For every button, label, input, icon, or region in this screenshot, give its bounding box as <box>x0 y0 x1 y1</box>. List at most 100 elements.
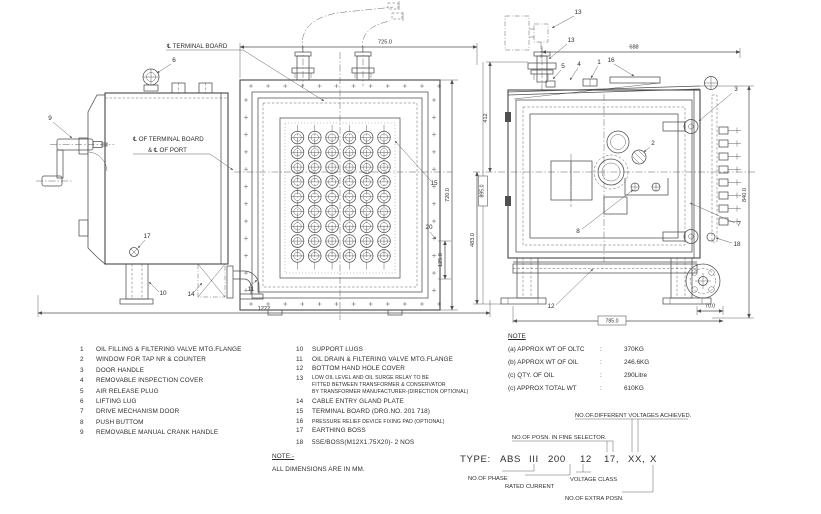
part-description: PUSH BUTTOM <box>96 418 144 426</box>
type-segment-phase: III <box>529 454 539 465</box>
parts-list-item: 1 OIL FILLING & FILTERING VALVE MTG.FLANG… <box>80 345 241 355</box>
balloon-10: 10 <box>159 290 167 297</box>
port-centerline-label-1: ℄ OF TERMINAL BOARD <box>133 136 204 143</box>
parts-list-item: 5 AIR RELEASE PLUG <box>80 387 241 397</box>
parts-list-item: 13 LOW OIL LEVEL AND OIL SURGE RELAY TO … <box>296 375 468 396</box>
earthing-boss-right <box>706 232 716 242</box>
balloon-7: 7 <box>737 221 741 228</box>
part-description: OIL FILLING & FILTERING VALVE MTG.FLANGE <box>96 346 242 353</box>
oil-drain-elbow <box>226 265 264 300</box>
crank-handle <box>41 138 108 187</box>
part-description: REMOVABLE MANUAL CRANK HANDLE <box>96 429 219 437</box>
cable-gland-plate <box>197 263 226 298</box>
part-number: 2 <box>80 356 84 364</box>
dimensions-note-title: NOTE:- <box>272 453 295 460</box>
part-description: BOTTOM HAND HOLE COVER <box>312 365 405 373</box>
weights-note-title: NOTE <box>508 333 526 340</box>
balloon-2: 2 <box>651 140 655 147</box>
dim-front-height: 720.0 <box>445 188 451 202</box>
tap-indicator-plug <box>631 149 647 165</box>
balloon-8: 8 <box>576 228 580 235</box>
bottom-hand-hole-cover <box>685 263 721 299</box>
weights-note-row: (c) QTY. OF OIL:290Litre <box>508 372 647 385</box>
type-segment-voltage: 12 <box>580 454 592 465</box>
dim-side-base-width: 785.0 <box>606 319 619 325</box>
parts-list-item: 18 5SE/BOSS(M12X1.75X20)- 2 NOS <box>296 438 414 448</box>
dimensions-note: NOTE:- ALL DIMENSIONS ARE IN MM. <box>272 452 365 474</box>
air-release-plug-top <box>704 76 718 90</box>
balloon-13b: 13 <box>567 37 575 44</box>
note-value: 246.6KG <box>624 359 650 366</box>
dim-side-lower-height: 483.0 <box>470 233 476 247</box>
dim-side-foot-offset: 70.0 <box>705 304 715 310</box>
dim-overall-length: 1222 <box>258 306 270 312</box>
part-description: 5SE/BOSS(M12X1.75X20)- 2 NOS <box>312 438 415 446</box>
note-value: 370KG <box>624 346 644 353</box>
type-segment-voltages: XX, <box>628 454 645 465</box>
drive-shaft-boss <box>597 158 625 186</box>
weights-note-row: (a) APPROX WT OF OLTC:370KG <box>508 346 644 359</box>
tap-window <box>550 154 593 207</box>
weights-note: NOTE (a) APPROX WT OF OLTC:370KG (b) APP… <box>508 333 649 398</box>
left-side-view: 9 6 <box>36 57 491 317</box>
dim-side-overall-height: 840.0 <box>742 188 748 202</box>
weights-note-row: (c) APPROX TOTAL WT:610KG <box>508 385 644 398</box>
label-fine-selector: NO.OF POSN. IN FINE SELECTOR. <box>512 435 607 441</box>
parts-list-item: 4 REMOVABLE INSPECTION COVER <box>80 376 241 386</box>
balloon-13a: 13 <box>574 9 582 16</box>
part-number: 16 <box>296 417 304 425</box>
balloon-14: 14 <box>187 291 195 298</box>
part-number: 13 <box>296 374 304 382</box>
parts-list-item: 8 PUSH BUTTOM <box>80 418 241 428</box>
label-extra-posn: NO.OF EXTRA POSN. <box>565 496 624 502</box>
support-lug <box>119 263 154 305</box>
part-number: 11 <box>296 355 303 363</box>
balloon-12: 12 <box>547 303 555 310</box>
right-side-view: 13 13 5 4 1 <box>470 9 757 326</box>
part-description: PRESSURE RELIEF DEVICE FIXING PAD (OPTIO… <box>312 418 445 425</box>
part-description: DOOR HANDLE <box>96 366 144 374</box>
dim-side-total-height: 895.0 <box>480 184 486 197</box>
dim-front-flange-offset: 125.0 <box>438 253 444 267</box>
note-label: (c) APPROX TOTAL WT <box>508 385 577 392</box>
part-description: AIR RELEASE PLUG <box>96 387 159 395</box>
part-description: REMOVABLE INSPECTION COVER <box>96 377 204 385</box>
front-bolt-rails <box>244 84 442 306</box>
part-number: 6 <box>80 398 84 406</box>
part-number: 5 <box>80 387 84 395</box>
type-segment-abs: ABS <box>500 454 521 465</box>
balloon-17: 17 <box>143 233 151 240</box>
terminal-grid <box>290 125 391 270</box>
part-number: 18 <box>296 438 304 446</box>
balloon-4: 4 <box>577 61 581 68</box>
part-number: 4 <box>80 377 84 385</box>
balloon-5: 5 <box>561 63 565 70</box>
note-value: 290Litre <box>624 372 648 379</box>
part-number: 10 <box>296 346 304 353</box>
balloon-16: 16 <box>607 57 615 64</box>
part-number: 1 <box>80 346 84 353</box>
note-separator: : <box>600 372 602 379</box>
dimensions-note-text: ALL DIMENSIONS ARE IN MM. <box>272 466 365 473</box>
part-number: 7 <box>80 408 84 416</box>
balloon-6: 6 <box>172 57 176 64</box>
note-value: 610KG <box>624 385 644 392</box>
earthing-boss <box>129 247 139 257</box>
front-view: ℄ TERMINAL BOARD ℄ OF TERMINAL BOARD & ℄… <box>133 1 478 320</box>
balloon-15: 15 <box>430 180 438 187</box>
part-number: 8 <box>80 418 84 426</box>
right-studs <box>718 126 741 226</box>
parts-list-item: 16 PRESSURE RELIEF DEVICE FIXING PAD (OPT… <box>296 417 445 427</box>
balloon-3: 3 <box>734 86 738 93</box>
tank-side-body <box>104 92 229 265</box>
label-voltage-class: VOLTAGE CLASS <box>570 477 617 483</box>
push-button-bracket <box>603 178 669 215</box>
